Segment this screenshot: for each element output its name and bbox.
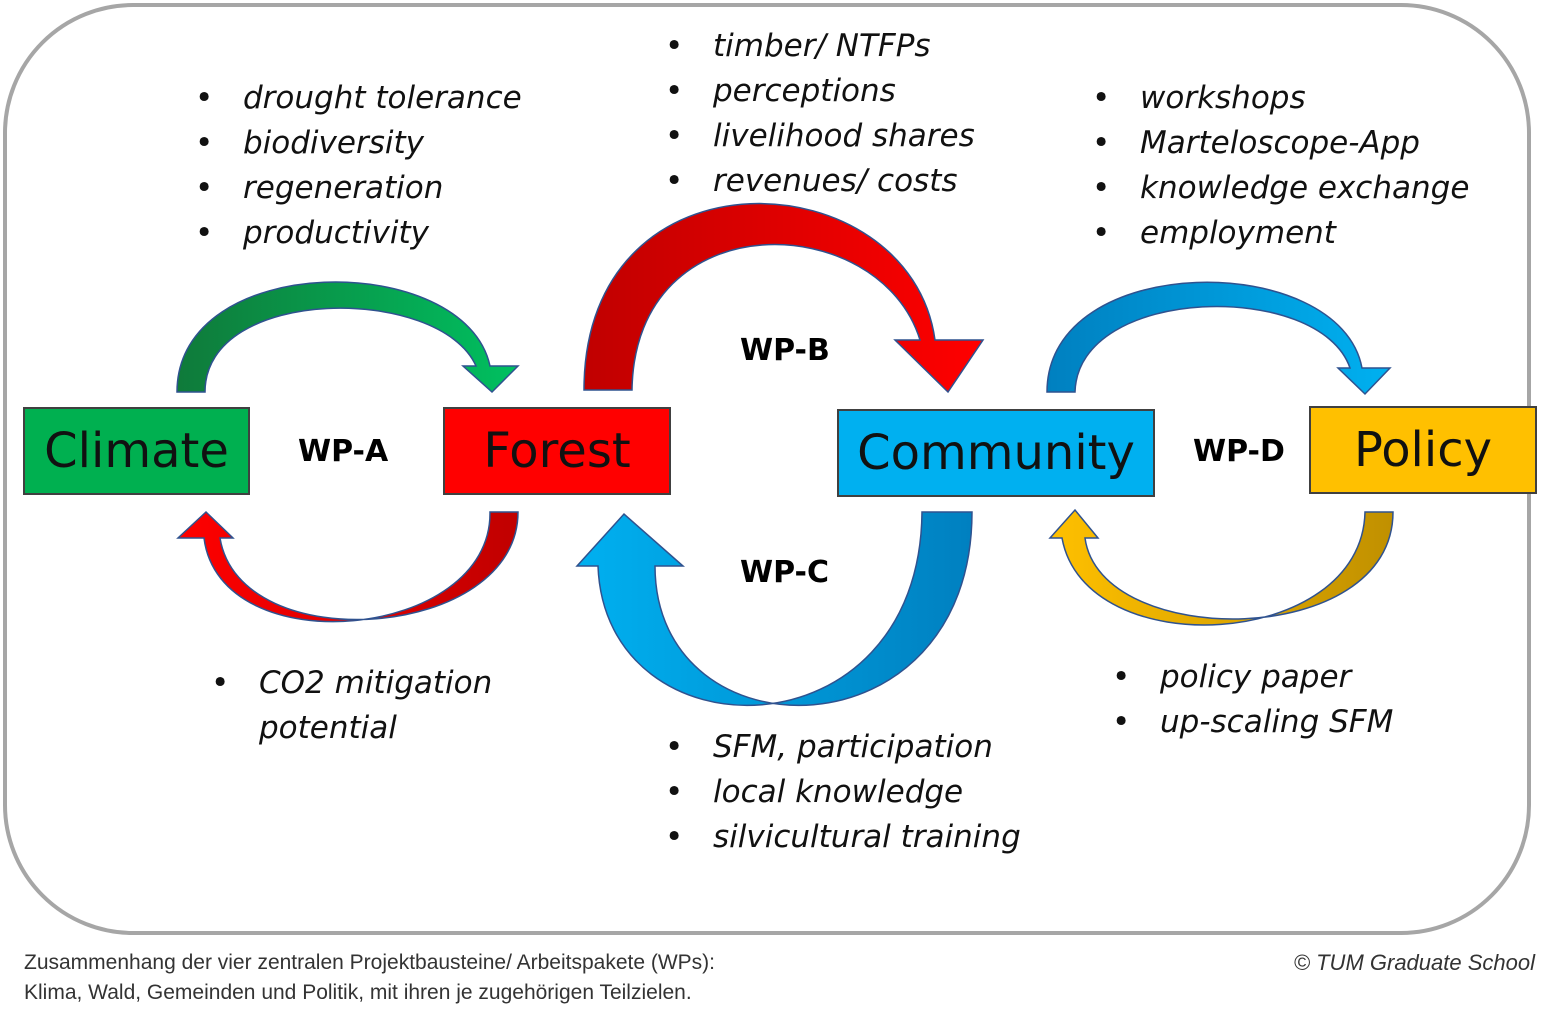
bullet-icon: •: [1092, 80, 1111, 116]
node-forest-label: Forest: [483, 423, 631, 479]
copyright-credit: © TUM Graduate School: [1293, 950, 1535, 975]
arrow-policy-to-community: [1048, 508, 1394, 626]
bullet-icon: •: [665, 774, 684, 810]
list-item: •Marteloscope-App: [1092, 121, 1469, 166]
list-item: •regeneration: [195, 166, 522, 211]
bullet-icon: •: [665, 819, 684, 855]
caption-line-2: Klima, Wald, Gemeinden und Politik, mit …: [24, 981, 692, 1004]
arrow-climate-to-forest: [176, 281, 520, 394]
list-item: •perceptions: [665, 69, 975, 114]
bullet-icon: •: [195, 80, 214, 116]
bullet-icon: •: [1092, 125, 1111, 161]
list-item: •silvicultural training: [665, 815, 1021, 860]
node-climate-label: Climate: [44, 423, 229, 479]
list-item: •employment: [1092, 211, 1469, 256]
node-policy: Policy: [1309, 406, 1537, 494]
arrow-forest-to-community: [583, 203, 985, 394]
list-item: •policy paper: [1112, 655, 1393, 700]
bullet-icon: •: [195, 170, 214, 206]
node-community: Community: [837, 409, 1155, 497]
list-item: •productivity: [195, 211, 522, 256]
bullet-icon: •: [1112, 659, 1131, 695]
list-item: •livelihood shares: [665, 114, 975, 159]
wp-c-label: WP-C: [740, 555, 830, 590]
list-item: •SFM, participation: [665, 725, 1021, 770]
wp-a-label: WP-A: [298, 434, 389, 469]
wp-c-bottom-goals: •SFM, participation •local knowledge •si…: [665, 725, 1021, 860]
list-item: •workshops: [1092, 76, 1469, 121]
bullet-icon: •: [211, 665, 230, 701]
wp-b-label: WP-B: [740, 333, 830, 368]
wp-d-top-goals: •workshops •Marteloscope-App •knowledge …: [1092, 76, 1469, 256]
bullet-icon: •: [665, 118, 684, 154]
list-item: •knowledge exchange: [1092, 166, 1469, 211]
node-community-label: Community: [857, 425, 1135, 481]
wp-a-top-goals: •drought tolerance •biodiversity •regene…: [195, 76, 522, 256]
caption-line-1: Zusammenhang der vier zentralen Projektb…: [24, 951, 716, 974]
arrow-community-to-forest: [575, 511, 973, 707]
wp-b-top-goals: •timber/ NTFPs •perceptions •livelihood …: [665, 24, 975, 204]
list-item: •CO2 mitigation potential: [211, 661, 511, 751]
wp-a-bottom-goals: •CO2 mitigation potential: [211, 661, 511, 751]
node-climate: Climate: [23, 407, 250, 495]
arrow-forest-to-climate: [176, 510, 519, 623]
bullet-icon: •: [195, 125, 214, 161]
list-item: •up-scaling SFM: [1112, 700, 1393, 745]
bullet-icon: •: [665, 73, 684, 109]
wp-d-bottom-goals: •policy paper •up-scaling SFM: [1112, 655, 1393, 745]
bullet-icon: •: [195, 215, 214, 251]
bullet-icon: •: [665, 729, 684, 765]
bullet-icon: •: [1112, 704, 1131, 740]
node-forest: Forest: [443, 407, 671, 495]
bullet-icon: •: [665, 28, 684, 64]
node-policy-label: Policy: [1353, 422, 1493, 478]
bullet-icon: •: [1092, 215, 1111, 251]
list-item: •biodiversity: [195, 121, 522, 166]
wp-d-label: WP-D: [1193, 434, 1285, 469]
list-item: •drought tolerance: [195, 76, 522, 121]
list-item: •timber/ NTFPs: [665, 24, 975, 69]
list-item: •revenues/ costs: [665, 159, 975, 204]
figure-caption: Zusammenhang der vier zentralen Projektb…: [24, 948, 715, 1008]
arrow-community-to-policy: [1046, 281, 1392, 396]
bullet-icon: •: [665, 163, 684, 199]
list-item: •local knowledge: [665, 770, 1021, 815]
bullet-icon: •: [1092, 170, 1111, 206]
diagram-frame: [3, 3, 1531, 935]
